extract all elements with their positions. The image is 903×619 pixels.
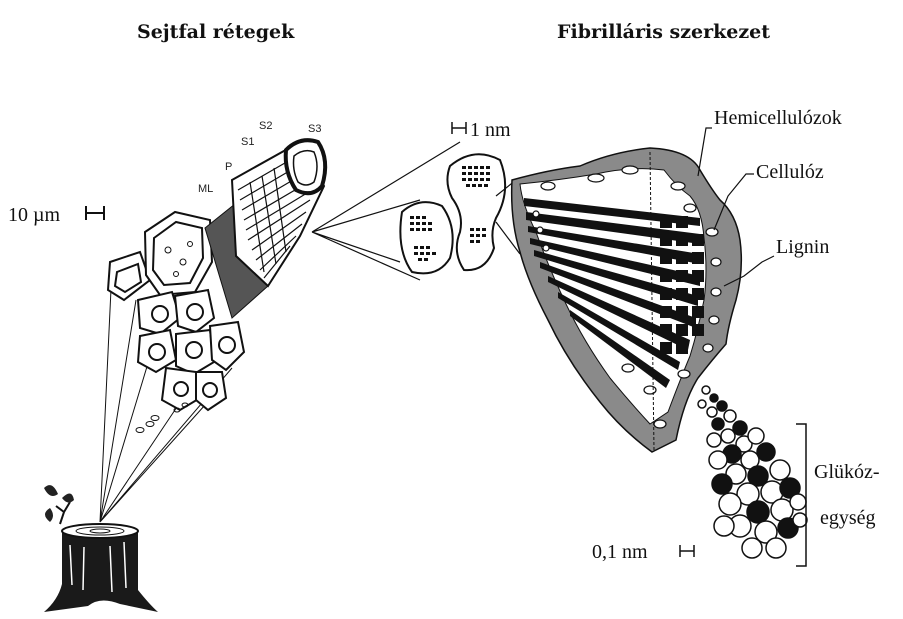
label-lignin: Lignin bbox=[776, 236, 829, 258]
right-title: Fibrilláris szerkezet bbox=[557, 21, 770, 43]
layer-label-p: P bbox=[225, 161, 232, 173]
layer-label-s2: S2 bbox=[259, 120, 272, 132]
layer-label-s1: S1 bbox=[241, 136, 254, 148]
microfibril-bundle bbox=[400, 154, 505, 273]
scale-10um: 10 µm bbox=[8, 204, 104, 226]
scale-0-1nm: 0,1 nm bbox=[592, 541, 694, 563]
scale-1nm-label: 1 nm bbox=[470, 119, 511, 141]
label-cellulose: Cellulóz bbox=[756, 161, 824, 183]
label-glucose-line1: Glükóz- bbox=[814, 461, 880, 483]
glucose-cluster bbox=[698, 386, 807, 558]
label-glucose-line2: egység bbox=[820, 507, 876, 529]
cell-wall-fiber bbox=[232, 140, 325, 286]
fibrillar-matrix bbox=[512, 148, 742, 452]
left-title: Sejtfal rétegek bbox=[137, 21, 295, 43]
layer-label-ml: ML bbox=[198, 183, 213, 195]
scale-10um-label: 10 µm bbox=[8, 204, 61, 226]
scale-1nm: 1 nm bbox=[452, 119, 511, 141]
scale-0-1nm-label: 0,1 nm bbox=[592, 541, 648, 563]
layer-label-s3: S3 bbox=[308, 123, 321, 135]
label-hemicellulose: Hemicellulózok bbox=[714, 107, 842, 129]
